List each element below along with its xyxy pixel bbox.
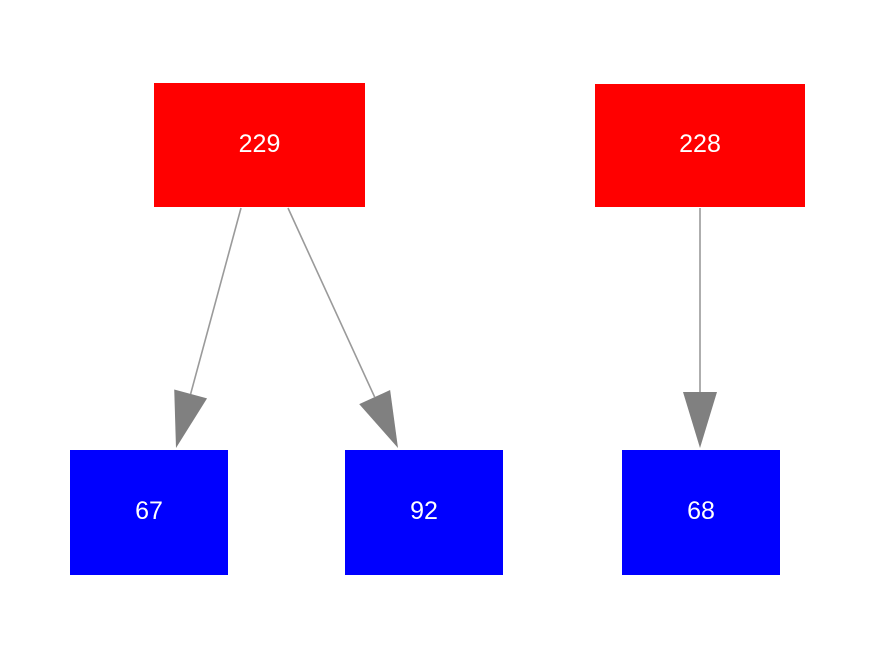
graph-edge-line (287, 207, 376, 398)
graph-edge-line (189, 207, 242, 395)
graph-edge-arrowhead-icon (683, 392, 717, 448)
graph-edge-arrowhead-icon (359, 390, 398, 448)
graph-node-68[interactable]: 68 (622, 450, 780, 575)
graph-node-228[interactable]: 228 (595, 84, 805, 207)
graph-node-67[interactable]: 67 (70, 450, 228, 575)
graph-node-label: 229 (238, 129, 281, 158)
graph-edge-arrowhead-icon (174, 389, 208, 448)
graph-node-229[interactable]: 229 (154, 83, 365, 207)
graph-node-92[interactable]: 92 (345, 450, 503, 575)
graph-node-label: 67 (135, 497, 163, 525)
graph-node-label: 92 (410, 497, 438, 525)
graph-node-label: 68 (687, 497, 715, 525)
graph-node-label: 228 (679, 130, 721, 158)
